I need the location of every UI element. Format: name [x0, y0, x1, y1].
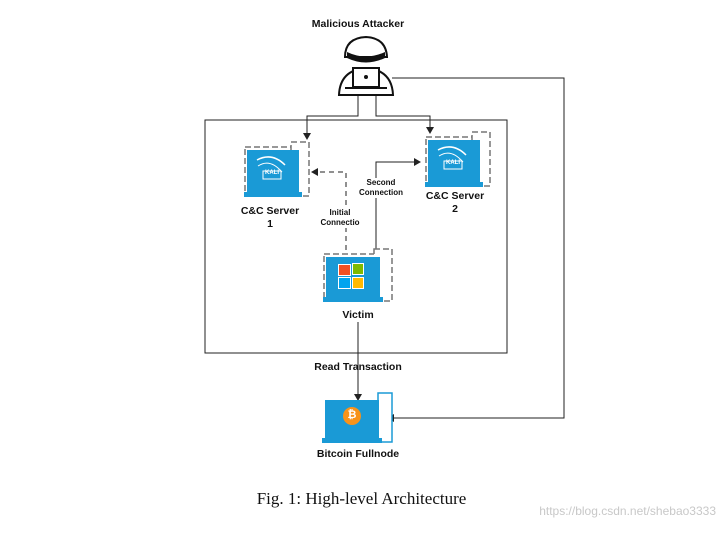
network-boundary-box [204, 119, 508, 354]
edge-attacker-to-cc1 [303, 96, 359, 140]
edge-attacker-to-cc2 [375, 96, 434, 134]
kali-monitor-icon-1 [244, 141, 310, 197]
kali-monitor-icon-2 [425, 131, 491, 187]
fullnode-label: Bitcoin Fullnode [316, 448, 400, 460]
cc-server-1-label: C&C Server 1 [240, 205, 300, 231]
cc-server-2-label: C&C Server 2 [425, 190, 485, 216]
read-transaction-label: Read Transaction [314, 361, 402, 373]
windows-monitor-icon [323, 248, 393, 302]
bitcoin-symbol: ₿ [347, 409, 357, 421]
attacker-label: Malicious Attacker [311, 18, 405, 30]
edge-initial-connection [311, 168, 347, 250]
kali-text-1: KALI [265, 170, 279, 176]
hacker-icon [337, 35, 395, 96]
second-connection-label: Second Connection [356, 178, 406, 198]
watermark: https://blog.csdn.net/shebao3333 [539, 504, 716, 518]
edge-second-connection [375, 158, 421, 250]
edge-attacker-to-fullnode [387, 77, 565, 422]
figure-caption: Fig. 1: High-level Architecture [256, 489, 467, 508]
kali-text-2: KALI [446, 160, 460, 166]
victim-label: Victim [342, 309, 374, 321]
initial-connection-label: Initial Connectio [315, 208, 365, 228]
bitcoin-monitor-icon [322, 392, 393, 443]
